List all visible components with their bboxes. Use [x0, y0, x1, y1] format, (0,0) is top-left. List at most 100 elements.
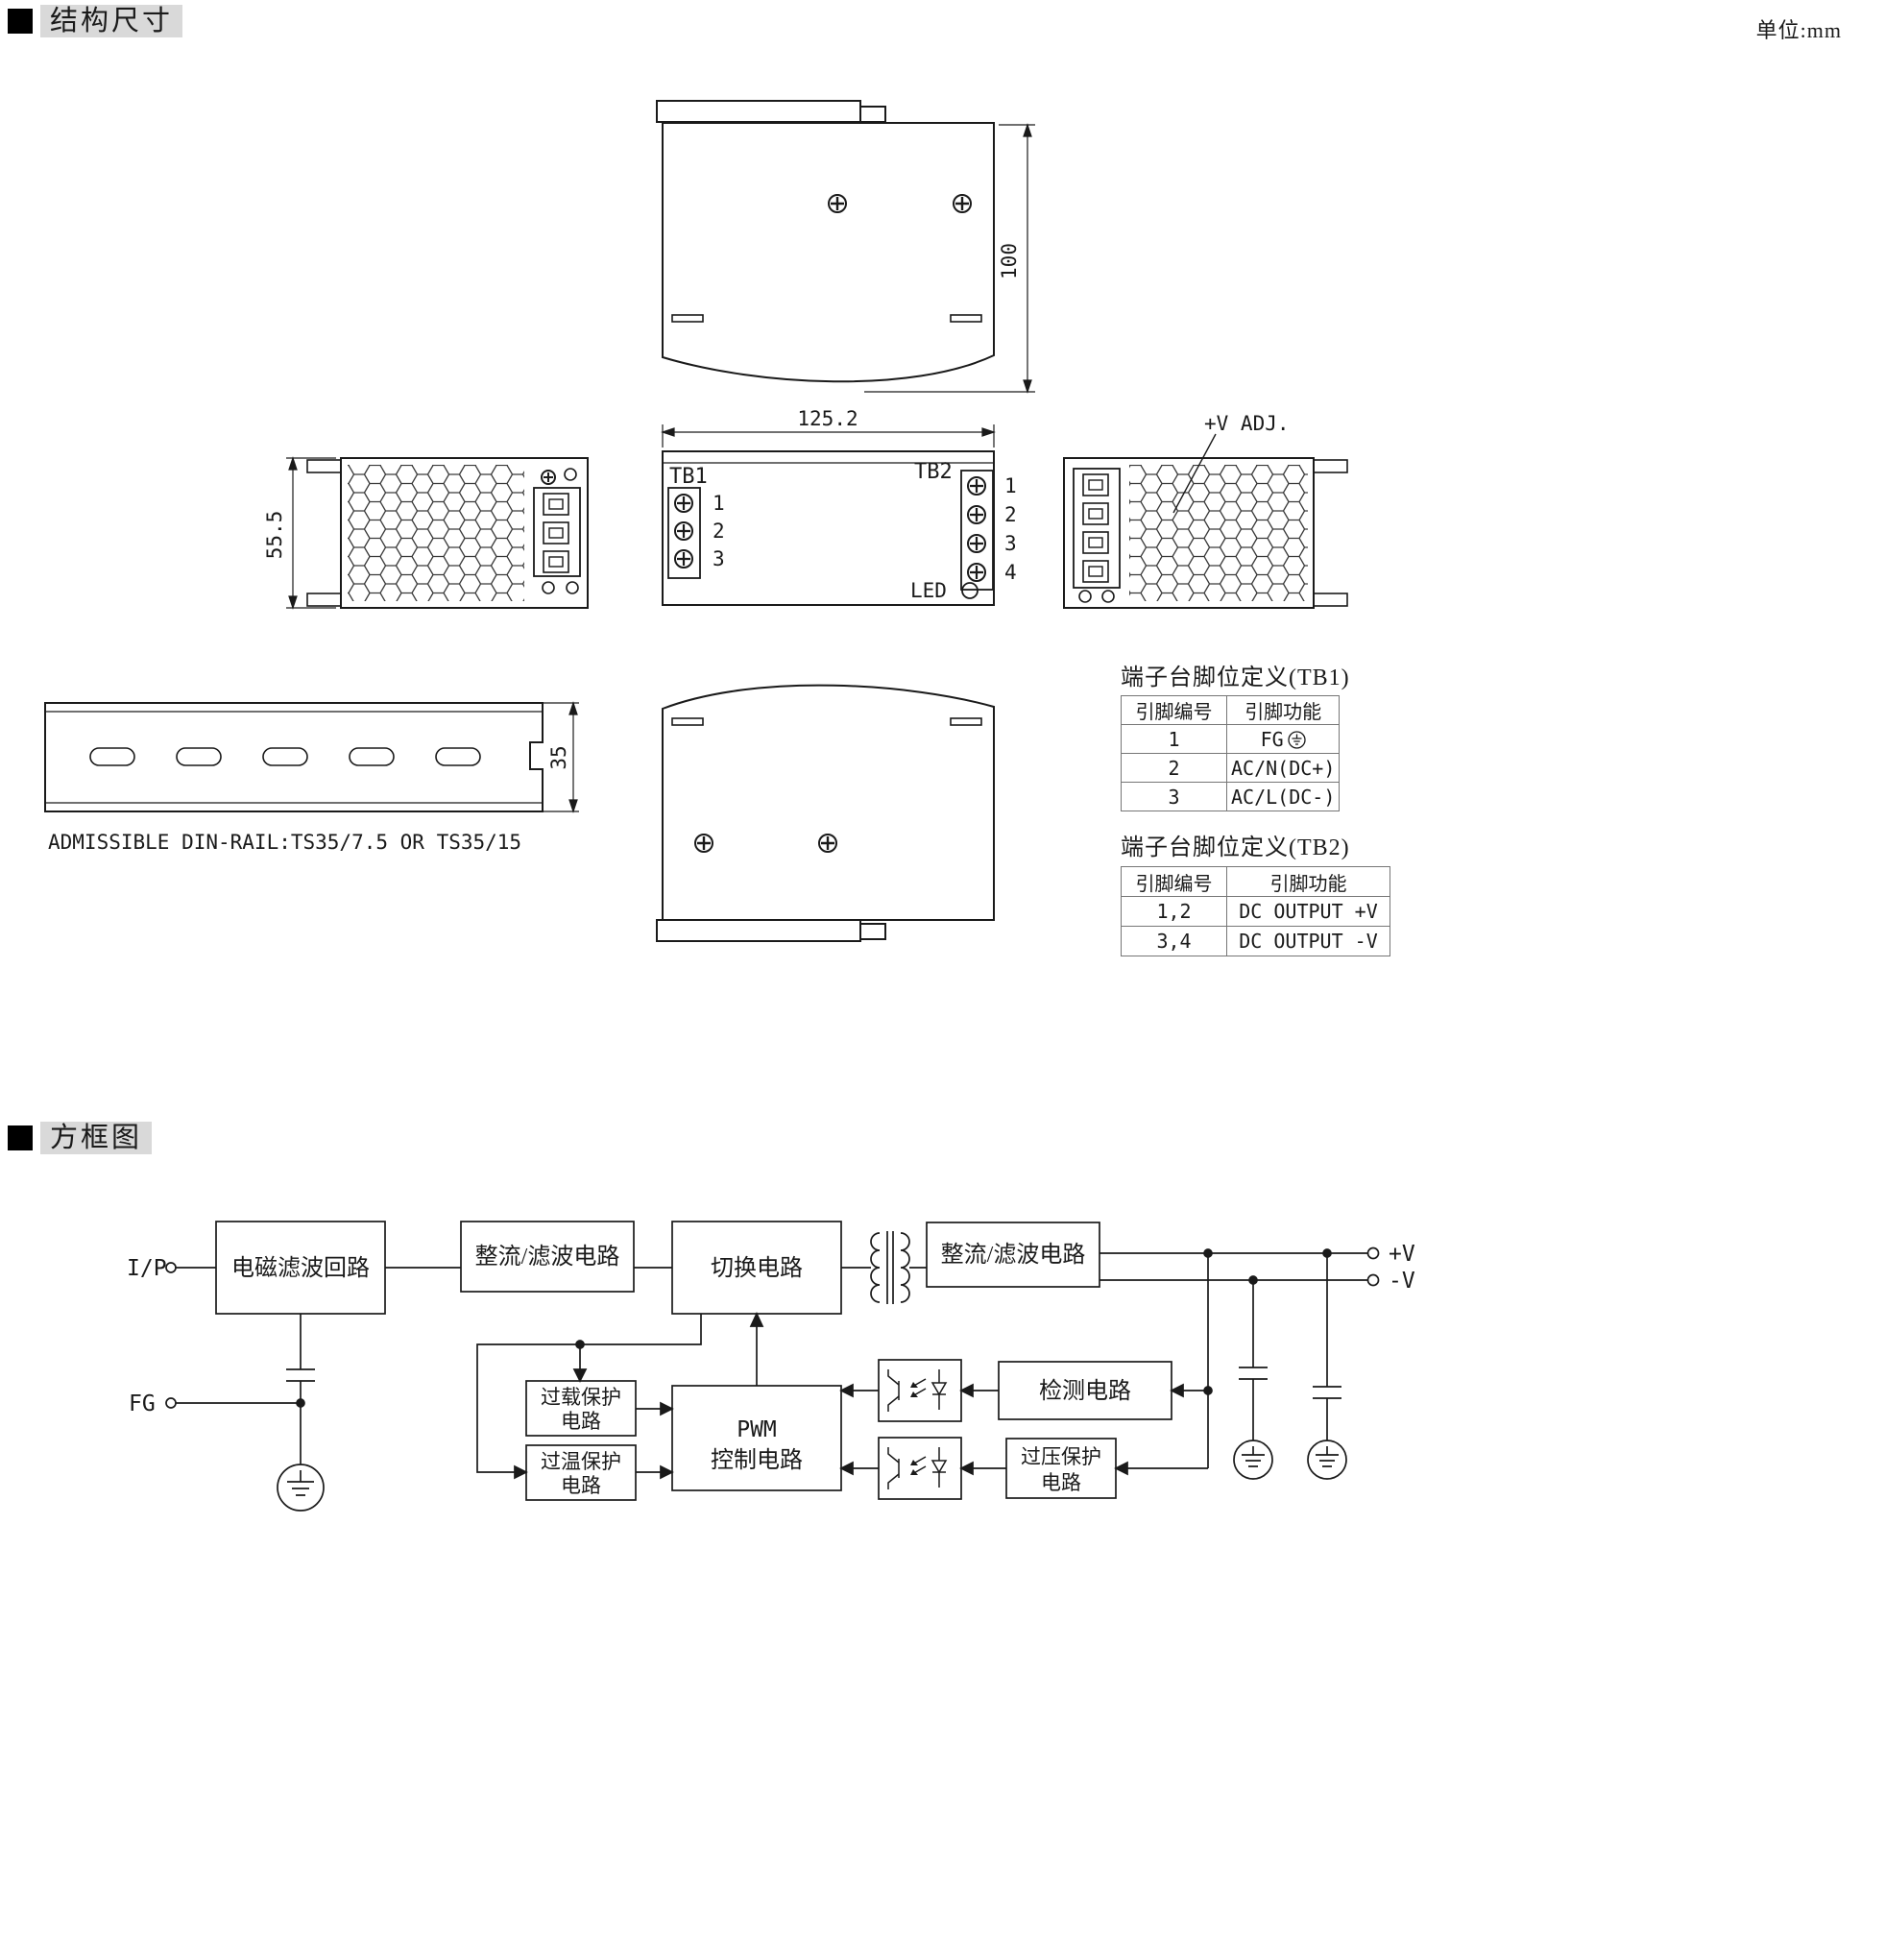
- vadj-label: +V ADJ.: [1204, 412, 1290, 435]
- mechanical-drawing: 100 55.5: [44, 100, 1348, 942]
- screw-icon: [828, 194, 847, 213]
- table-header-row: 引脚编号 引脚功能: [1121, 695, 1341, 725]
- overload-protection-label-1: 过载保护: [541, 1386, 621, 1409]
- unit-label: 单位:mm: [1755, 18, 1842, 42]
- tb1-label: TB1: [669, 465, 708, 489]
- front-view: [662, 450, 995, 606]
- tb2-row2-pin: 3,4: [1121, 926, 1227, 956]
- dimension-height: [864, 123, 1035, 394]
- screw-icon: [967, 563, 986, 582]
- dimension-width: [661, 424, 996, 448]
- fg-label: FG: [129, 1391, 156, 1416]
- section-title-structure: 结构尺寸: [40, 5, 183, 37]
- top-view: [656, 100, 995, 383]
- tb2-pin-2: 2: [1004, 503, 1017, 526]
- tb1-row1-func: FG: [1225, 724, 1341, 754]
- din-rail-caption: ADMISSIBLE DIN-RAIL:TS35/7.5 OR TS35/15: [48, 831, 521, 854]
- dimension-depth: [286, 456, 336, 610]
- tb2-col-pin: 引脚编号: [1121, 866, 1227, 897]
- output-pos-terminal: [1366, 1246, 1380, 1260]
- transformer-icon: [870, 1231, 910, 1304]
- tb2-row1-func: DC OUTPUT +V: [1226, 896, 1390, 927]
- dimension-rail: [543, 701, 579, 813]
- din-rail-view: [44, 702, 544, 812]
- output-pos-label: +V: [1389, 1242, 1415, 1267]
- tb1-pin-1: 1: [713, 492, 725, 515]
- left-side-view: [306, 457, 589, 609]
- tb2-label: TB2: [914, 460, 953, 484]
- table-row: 3 AC/L(DC-): [1121, 782, 1341, 811]
- section-block-diagram-header: 方框图: [8, 1122, 153, 1154]
- tb1-pin-3: 3: [713, 547, 725, 570]
- capacitor-icon: [1239, 1367, 1268, 1380]
- screw-icon: [541, 470, 556, 485]
- section-bullet-square: [8, 1125, 33, 1150]
- screw-icon: [953, 194, 972, 213]
- fg-terminal: [165, 1397, 177, 1409]
- input-terminal: [165, 1262, 177, 1273]
- switching-circuit-label: 切换电路: [711, 1255, 803, 1281]
- rectifier-filter-box-2: [926, 1222, 1100, 1288]
- screw-icon: [818, 834, 837, 853]
- tb2-pin-table: 引脚编号 引脚功能 1,2 DC OUTPUT +V 3,4 DC OUTPUT…: [1121, 866, 1390, 956]
- vent-grid: [348, 465, 524, 601]
- optocoupler-icon: [887, 1368, 947, 1413]
- screw-icon: [674, 549, 693, 569]
- overtemp-protection-label-1: 过温保护: [541, 1450, 621, 1473]
- tb2-pin-4: 4: [1004, 561, 1017, 584]
- vent-grid: [1129, 465, 1308, 601]
- block-diagram: I/P FG 电磁滤波回路 整流/滤波电路 切换电路 整流/滤波电路 过载保护 …: [127, 1221, 1415, 1512]
- led-indicator: [961, 582, 979, 599]
- overload-protection-label-2: 电路: [561, 1410, 601, 1433]
- screw-icon: [967, 476, 986, 496]
- table-header-row: 引脚编号 引脚功能: [1121, 866, 1390, 897]
- tb2-table-title: 端子台脚位定义(TB2): [1121, 835, 1350, 860]
- tb1-row3-pin: 3: [1121, 782, 1227, 811]
- screw-icon: [694, 834, 713, 853]
- earth-ground-icon: [1307, 1440, 1347, 1480]
- right-side-view: [1063, 457, 1348, 609]
- fg-text: FG: [1260, 727, 1284, 751]
- pwm-label-2: 控制电路: [711, 1447, 803, 1473]
- screw-icon: [967, 534, 986, 553]
- input-label: I/P: [127, 1256, 167, 1281]
- output-neg-terminal: [1366, 1273, 1380, 1287]
- tb1-col-pin: 引脚编号: [1121, 695, 1227, 725]
- output-neg-label: -V: [1389, 1269, 1415, 1294]
- overvoltage-protection-label-2: 电路: [1041, 1471, 1081, 1494]
- tb1-row2-pin: 2: [1121, 753, 1227, 783]
- rectifier-filter-label-1: 整流/滤波电路: [475, 1244, 620, 1270]
- tb1-row1-pin: 1: [1121, 724, 1227, 754]
- optocoupler-1-box: [878, 1359, 962, 1422]
- optocoupler-icon: [887, 1446, 947, 1490]
- led-label: LED: [910, 579, 947, 602]
- screw-icon: [967, 505, 986, 524]
- bottom-view: [656, 684, 995, 942]
- section-bullet-square: [8, 9, 33, 34]
- rectifier-filter-box-1: [460, 1221, 635, 1293]
- tb1-terminal-block: [667, 487, 701, 579]
- tb2-row2-func: DC OUTPUT -V: [1226, 926, 1390, 956]
- table-row: 2 AC/N(DC+): [1121, 753, 1341, 783]
- tb1-table-title: 端子台脚位定义(TB1): [1121, 665, 1350, 690]
- optocoupler-2-box: [878, 1437, 962, 1500]
- screw-icon: [674, 494, 693, 513]
- detection-circuit-label: 检测电路: [1039, 1378, 1131, 1404]
- tb1-row3-func: AC/L(DC-): [1225, 782, 1341, 811]
- screw-icon: [674, 521, 693, 541]
- earth-ground-icon: [1233, 1440, 1273, 1480]
- emi-filter-label: 电磁滤波回路: [231, 1255, 370, 1281]
- overvoltage-protection-label-1: 过压保护: [1021, 1445, 1101, 1468]
- section-structure-header: 结构尺寸: [8, 5, 183, 37]
- overtemp-protection-label-2: 电路: [561, 1474, 601, 1497]
- dim-label-100: 100: [998, 243, 1021, 279]
- tb2-row1-pin: 1,2: [1121, 896, 1227, 927]
- table-row: 1,2 DC OUTPUT +V: [1121, 896, 1390, 927]
- tb2-pin-3: 3: [1004, 532, 1017, 555]
- dim-label-55-5: 55.5: [263, 511, 286, 560]
- dim-label-125-2: 125.2: [797, 407, 858, 430]
- capacitor-icon: [286, 1368, 315, 1382]
- rectifier-filter-label-2: 整流/滤波电路: [941, 1242, 1086, 1268]
- capacitor-icon: [1313, 1386, 1341, 1399]
- section-title-block-diagram: 方框图: [40, 1122, 153, 1154]
